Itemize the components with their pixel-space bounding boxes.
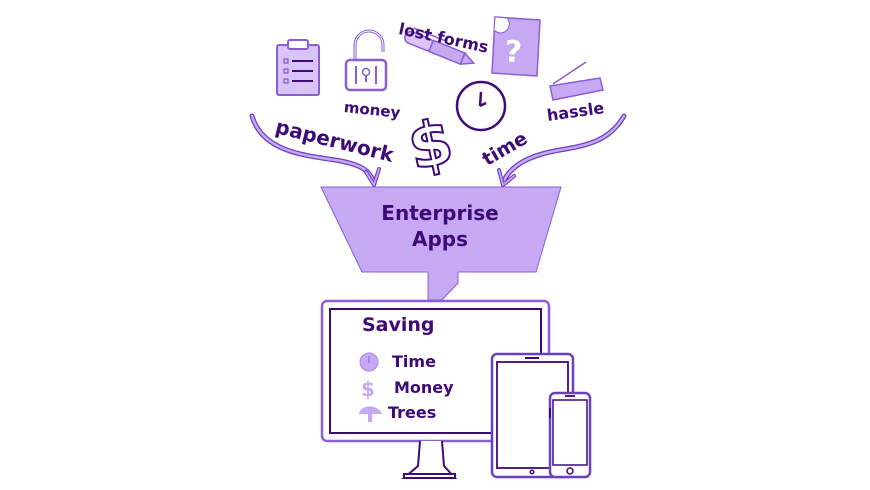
saving-tree-icon [359, 406, 382, 422]
clipboard-icon [276, 39, 320, 96]
funnel-line-2: Apps [411, 227, 468, 251]
padlock-icon [344, 29, 388, 92]
saving-clock-icon [359, 352, 379, 372]
clock-icon [455, 80, 507, 132]
smartphone [548, 391, 592, 479]
svg-text:?: ? [503, 34, 523, 70]
svg-text:$: $ [402, 104, 459, 184]
right-arrow-icon [497, 113, 627, 187]
dollar-icon: $ [401, 103, 460, 185]
saving-item-money: Money [394, 378, 454, 397]
question-card-icon: ? [491, 16, 541, 77]
saving-title: Saving [362, 314, 435, 336]
ruler-icon [549, 61, 604, 101]
saving-item-trees: Trees [388, 403, 437, 422]
pen-icon [403, 27, 476, 66]
funnel-label: Enterprise Apps [330, 200, 550, 252]
funnel-line-1: Enterprise [381, 201, 499, 225]
svg-text:$: $ [361, 377, 375, 401]
funnel-shape [320, 186, 562, 301]
saving-dollar-icon: $ [361, 377, 375, 401]
saving-item-time: Time [392, 352, 436, 371]
left-arrow-icon [249, 113, 381, 187]
